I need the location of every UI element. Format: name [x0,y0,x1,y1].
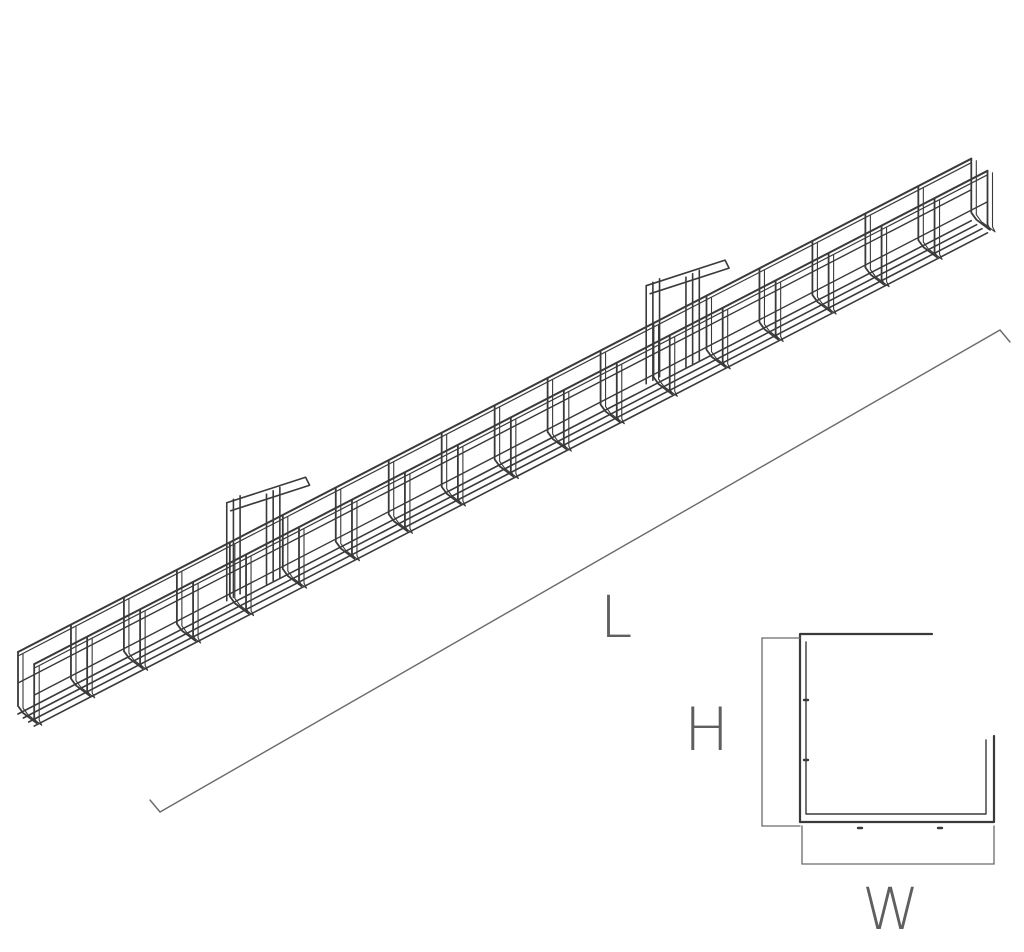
length-dimension-line [159,329,1001,813]
width-label: W [862,875,920,943]
transverse-u-wire [758,267,780,341]
floor-wire-0 [17,219,973,715]
floor-wire-1 [22,223,978,719]
splice-clip-loop [225,476,311,512]
transverse-u-wire-inner [287,516,308,589]
transverse-u-wire-inner [234,543,255,617]
transverse-u-wire-inner [181,571,202,644]
transverse-u-wire-inner [710,297,731,370]
cable-tray-isometric-view [17,157,996,727]
transverse-u-wire-inner [499,406,519,480]
transverse-u-wire [599,349,621,423]
length-label: L [600,583,633,651]
transverse-u-wire-inner [605,351,625,425]
floor-wire-3 [33,232,989,727]
transverse-u-wire-inner [869,214,890,288]
cross-section-profile [761,632,996,865]
transverse-u-wire-inner [340,489,361,562]
transverse-u-wire-inner [393,461,413,534]
transverse-u-wire-inner [128,598,149,671]
transverse-u-wire-inner [975,160,996,233]
transverse-u-wire [917,185,938,259]
length-dimension-end [999,329,1011,343]
transverse-u-wire [970,157,991,231]
splice-clip-loop [645,259,730,295]
transverse-u-wire [864,212,885,286]
transverse-u-wire-inner [763,269,784,343]
transverse-u-wire [387,459,409,533]
floor-wire-2 [27,227,983,723]
profile-outer [798,632,996,824]
transverse-u-wire [17,651,38,725]
transverse-u-wire [811,240,833,313]
length-dimension-end [149,799,161,813]
profile-inner [805,641,987,815]
transverse-u-wire [175,568,197,642]
transverse-u-wire-inner [22,653,43,726]
transverse-u-wire [281,514,303,588]
transverse-u-wire [123,596,144,670]
transverse-u-wire-inner [75,626,96,699]
transverse-u-wire-inner [922,187,943,260]
transverse-u-wire-inner [552,379,572,452]
transverse-u-wire-inner [657,324,678,397]
transverse-u-wire-inner [446,434,466,507]
dimension-lines [149,329,1011,813]
transverse-u-wire [546,377,568,451]
transverse-u-wire [70,623,91,697]
transverse-u-wire [705,294,727,368]
transverse-u-wire-inner [816,242,837,315]
height-label: H [684,695,730,765]
transverse-u-wire [228,541,250,615]
transverse-u-wire [440,431,462,505]
transverse-u-wire [493,404,515,478]
transverse-u-wire [334,486,356,560]
